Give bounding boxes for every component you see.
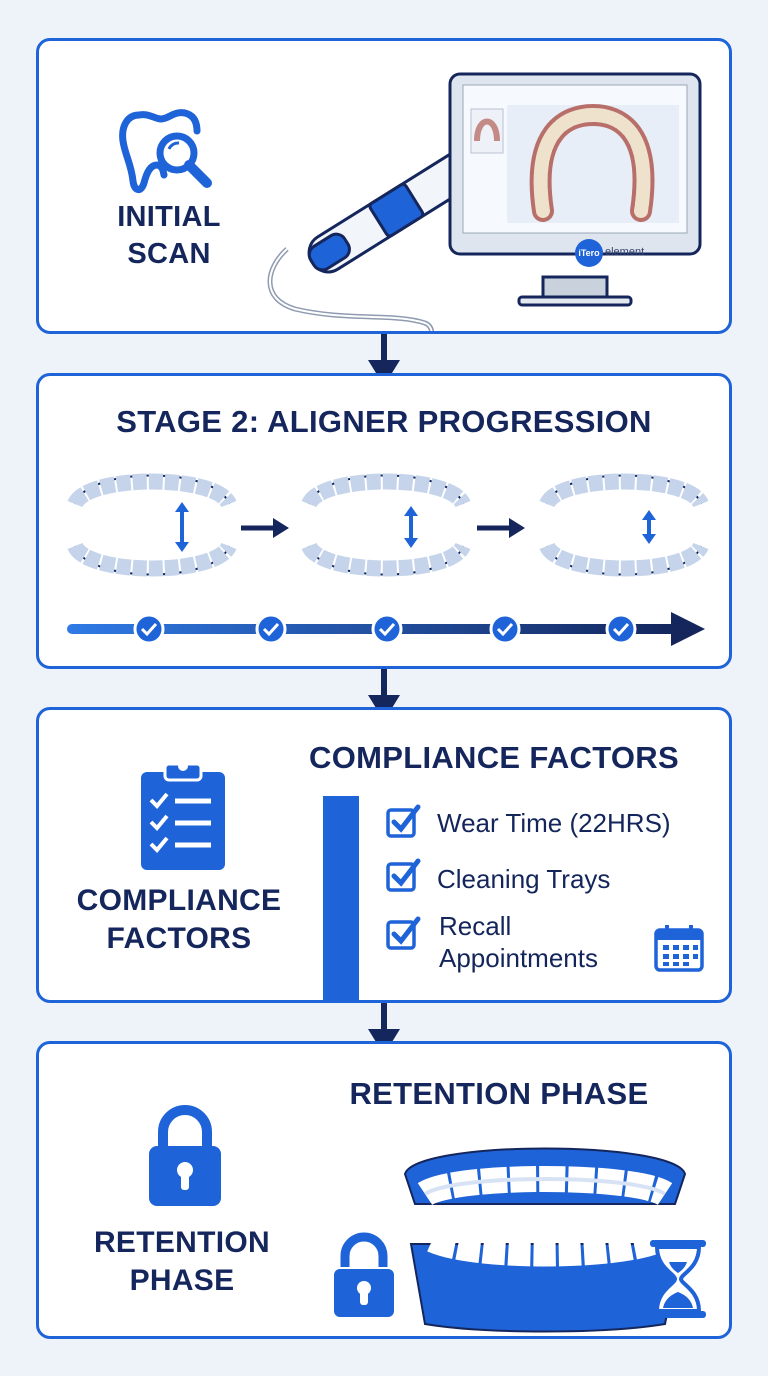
- timeline-checkpoint-icon: [605, 613, 637, 645]
- progress-timeline: [67, 612, 705, 646]
- retainer-teeth-illustration: [403, 1147, 687, 1333]
- calendar-icon: [654, 925, 704, 972]
- tooth-magnifier-icon: [119, 109, 212, 193]
- timeline-checkpoint-icon: [489, 613, 521, 645]
- checkbox-checked-icon: [386, 858, 421, 892]
- compliance-factors-panel: COMPLIANCE FACTORS COMPLIANCE FACTORS We…: [36, 707, 732, 1003]
- timeline-checkpoint-icon: [255, 613, 287, 645]
- checkbox-checked-icon: [386, 804, 421, 838]
- teeth-arch-stage-2: [301, 473, 471, 577]
- timeline-checkpoint-icon: [133, 613, 165, 645]
- arrow-right-icon: [477, 518, 525, 538]
- timeline-checkpoint-icon: [371, 613, 403, 645]
- hourglass-icon: [650, 1240, 706, 1318]
- retainer-lock-icon: [332, 1232, 396, 1319]
- itero-brand-badge: iTero: [575, 239, 603, 267]
- arrow-right-icon: [241, 518, 289, 538]
- compliance-factors-left-label: COMPLIANCE FACTORS: [76, 884, 282, 955]
- checkbox-checked-icon: [386, 916, 421, 950]
- scan-monitor: [448, 72, 702, 307]
- compliance-divider-bar: [323, 796, 359, 1000]
- initial-scan-panel: INITIAL SCAN iTero element: [36, 38, 732, 334]
- retention-phase-title: RETENTION PHASE: [349, 1076, 649, 1111]
- clipboard-checklist-icon: [141, 761, 225, 870]
- initial-scan-label: INITIAL SCAN: [117, 201, 221, 270]
- itero-brand-text: element: [605, 246, 645, 258]
- teeth-arch-stage-3: [539, 473, 709, 577]
- retention-phase-panel: RETENTION PHASE RETENTION PHASE: [36, 1041, 732, 1339]
- compliance-factors-title: COMPLIANCE FACTORS: [309, 740, 679, 775]
- teeth-arch-stage-1: [67, 473, 237, 577]
- aligner-progression-title: STAGE 2: ALIGNER PROGRESSION: [116, 404, 652, 439]
- padlock-icon: [149, 1105, 221, 1206]
- retention-phase-left-label: RETENTION PHASE: [93, 1226, 271, 1297]
- aligner-progression-panel: STAGE 2: ALIGNER PROGRESSION: [36, 373, 732, 669]
